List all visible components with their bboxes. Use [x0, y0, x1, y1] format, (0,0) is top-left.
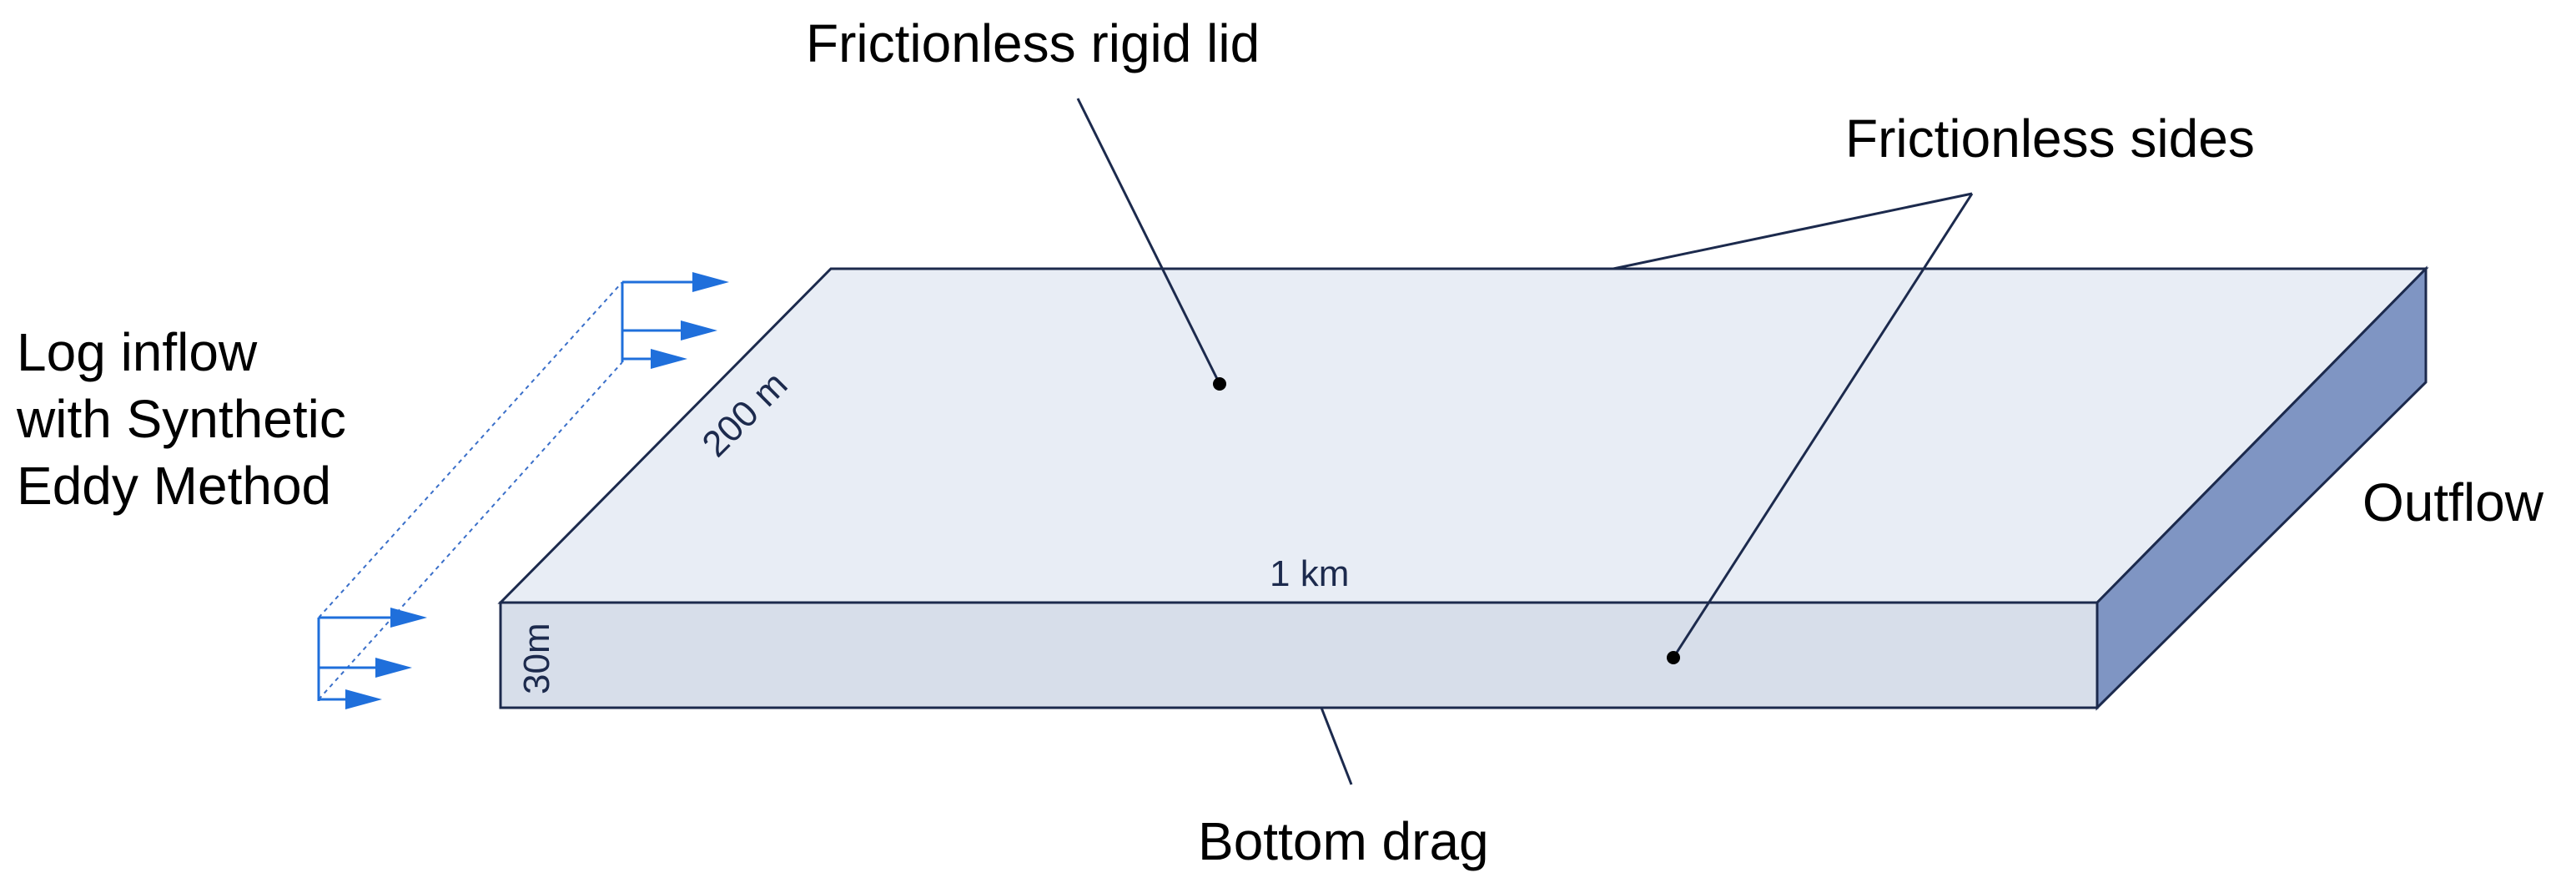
- length-dimension: 1 km: [1270, 553, 1349, 594]
- sides-leader-line-back: [1613, 192, 1973, 270]
- inflow-arrowhead-back-3: [651, 349, 687, 369]
- inflow-arrowhead-front-1: [390, 608, 427, 628]
- bottom-label: Bottom drag: [1198, 811, 1489, 871]
- inflow-label-line2: with Synthetic: [16, 389, 346, 449]
- lid-leader-line: [1076, 98, 1221, 385]
- sides-leader-line-front: [1672, 193, 1974, 658]
- inflow-label-line3: Eddy Method: [17, 456, 331, 516]
- top-face: [497, 267, 2429, 604]
- inflow-arrowhead-front-3: [345, 689, 382, 709]
- sides-leader-dot: [1667, 651, 1680, 664]
- bottom-leader-line: [1320, 707, 1353, 785]
- side-face: [2096, 265, 2428, 711]
- inflow-arrowhead-back-2: [681, 320, 717, 341]
- depth-dimension: 30m: [516, 623, 557, 694]
- lid-leader-dot: [1213, 377, 1226, 391]
- inflow-arrowhead-front-2: [375, 658, 412, 678]
- inflow-arrowhead-back-1: [692, 272, 729, 292]
- inflow-guide-top: [318, 281, 623, 618]
- outflow-label: Outflow: [2362, 472, 2544, 532]
- inflow-label-line1: Log inflow: [17, 322, 258, 382]
- sides-label: Frictionless sides: [1845, 108, 2255, 169]
- lid-label: Frictionless rigid lid: [806, 13, 1260, 73]
- front-face: [499, 601, 2099, 709]
- inflow-guide-bottom: [318, 361, 623, 700]
